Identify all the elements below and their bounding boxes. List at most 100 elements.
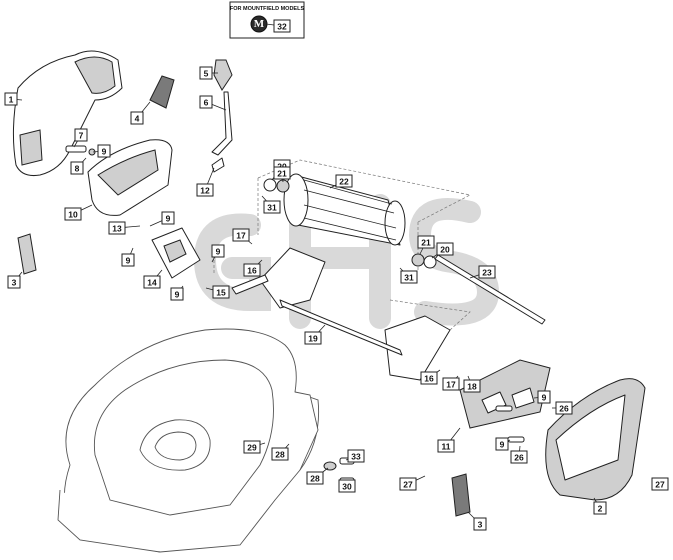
callout-label: 5 — [204, 69, 209, 79]
callout-label: 6 — [204, 98, 209, 108]
callout-7: 7 — [74, 128, 88, 142]
callout-3: 3 — [473, 517, 487, 531]
callout-box — [64, 207, 82, 221]
callout-9: 9 — [211, 244, 225, 258]
part-rear-guard — [12, 50, 123, 176]
callout-27: 27 — [651, 477, 669, 491]
callout-label: 10 — [68, 210, 78, 220]
callout-28: 28 — [271, 447, 289, 461]
callout-box — [473, 517, 487, 531]
callout-label: 11 — [442, 442, 451, 452]
callout-box — [121, 253, 135, 267]
callout-label: 32 — [277, 22, 287, 32]
callout-box — [97, 144, 111, 158]
part-frame — [231, 247, 451, 381]
callout-22: 22 — [335, 174, 353, 188]
callout-27: 27 — [399, 477, 417, 491]
callout-9: 9 — [161, 211, 175, 225]
callout-box — [199, 66, 213, 80]
callout-box — [304, 331, 322, 345]
callout-17: 17 — [232, 228, 250, 242]
callout-9: 9 — [121, 253, 135, 267]
callout-box — [651, 477, 669, 491]
callout-box — [273, 166, 291, 180]
callout-box — [170, 287, 184, 301]
callout-box — [130, 111, 144, 125]
callout-label: 33 — [351, 452, 361, 462]
callout-21: 21 — [273, 166, 291, 180]
callout-label: 17 — [446, 380, 456, 390]
callout-8: 8 — [70, 161, 84, 175]
part-cover — [87, 139, 173, 216]
callout-box — [338, 479, 356, 493]
callout-box — [510, 450, 528, 464]
callout-26: 26 — [510, 450, 528, 464]
callout-box — [263, 200, 281, 214]
callout-5: 5 — [199, 66, 213, 80]
callout-2: 2 — [593, 501, 607, 515]
callout-label: 28 — [275, 450, 285, 460]
callout-4: 4 — [130, 111, 144, 125]
part-latch — [149, 75, 175, 109]
callout-label: 9 — [500, 440, 505, 450]
callout-label: 23 — [482, 268, 492, 278]
callout-28: 28 — [306, 471, 324, 485]
callout-box — [420, 371, 438, 385]
callout-label: 27 — [655, 480, 665, 490]
callout-box — [417, 235, 435, 249]
callout-box — [143, 275, 161, 289]
callout-label: 26 — [514, 453, 524, 463]
callout-19: 19 — [304, 331, 322, 345]
callout-label: 9 — [175, 290, 180, 300]
callout-30: 30 — [338, 479, 356, 493]
mountfield-header-panel: FOR MOUNTFIELD MODELS M — [229, 1, 305, 39]
callout-label: 14 — [147, 278, 157, 288]
callout-box — [463, 379, 481, 393]
callout-15: 15 — [212, 285, 230, 299]
callout-26: 26 — [555, 401, 573, 415]
part-bracket-right — [451, 473, 471, 517]
callout-label: 1 — [9, 95, 14, 105]
callout-box — [243, 440, 261, 454]
part-knob-rod — [211, 59, 233, 173]
callout-23: 23 — [478, 265, 496, 279]
callout-33: 33 — [347, 449, 365, 463]
callout-label: 21 — [421, 238, 431, 248]
callout-label: 26 — [559, 404, 569, 414]
callout-box — [243, 263, 261, 277]
callout-label: 3 — [478, 520, 483, 530]
callout-box — [196, 183, 214, 197]
callout-box — [271, 447, 289, 461]
callout-label: 8 — [75, 164, 80, 174]
callout-label: 9 — [166, 214, 171, 224]
callout-label: 3 — [12, 278, 17, 288]
callout-box — [7, 275, 21, 289]
callout-10: 10 — [64, 207, 82, 221]
callout-label: 20 — [440, 245, 450, 255]
callout-box — [400, 270, 418, 284]
callout-21: 21 — [417, 235, 435, 249]
callout-label: 29 — [247, 443, 257, 453]
part-right-guard — [545, 378, 646, 501]
callout-box — [437, 439, 455, 453]
callout-label: 31 — [267, 203, 277, 213]
callout-9: 9 — [537, 390, 551, 404]
callout-label: 17 — [236, 231, 246, 241]
callout-1: 1 — [4, 92, 18, 106]
callout-label: 9 — [126, 256, 131, 266]
part-roller — [283, 173, 406, 246]
callout-box — [537, 390, 551, 404]
callout-14: 14 — [143, 275, 161, 289]
callout-32: 32 — [273, 19, 291, 33]
callout-box — [273, 19, 291, 33]
callout-6: 6 — [199, 95, 213, 109]
callout-label: 19 — [308, 334, 318, 344]
mower-deck — [57, 328, 320, 553]
callout-13: 13 — [108, 221, 126, 235]
callout-label: 28 — [310, 474, 320, 484]
callout-label: 21 — [277, 169, 287, 179]
callout-box — [4, 92, 18, 106]
callout-box — [74, 128, 88, 142]
callout-label: 15 — [216, 288, 226, 298]
